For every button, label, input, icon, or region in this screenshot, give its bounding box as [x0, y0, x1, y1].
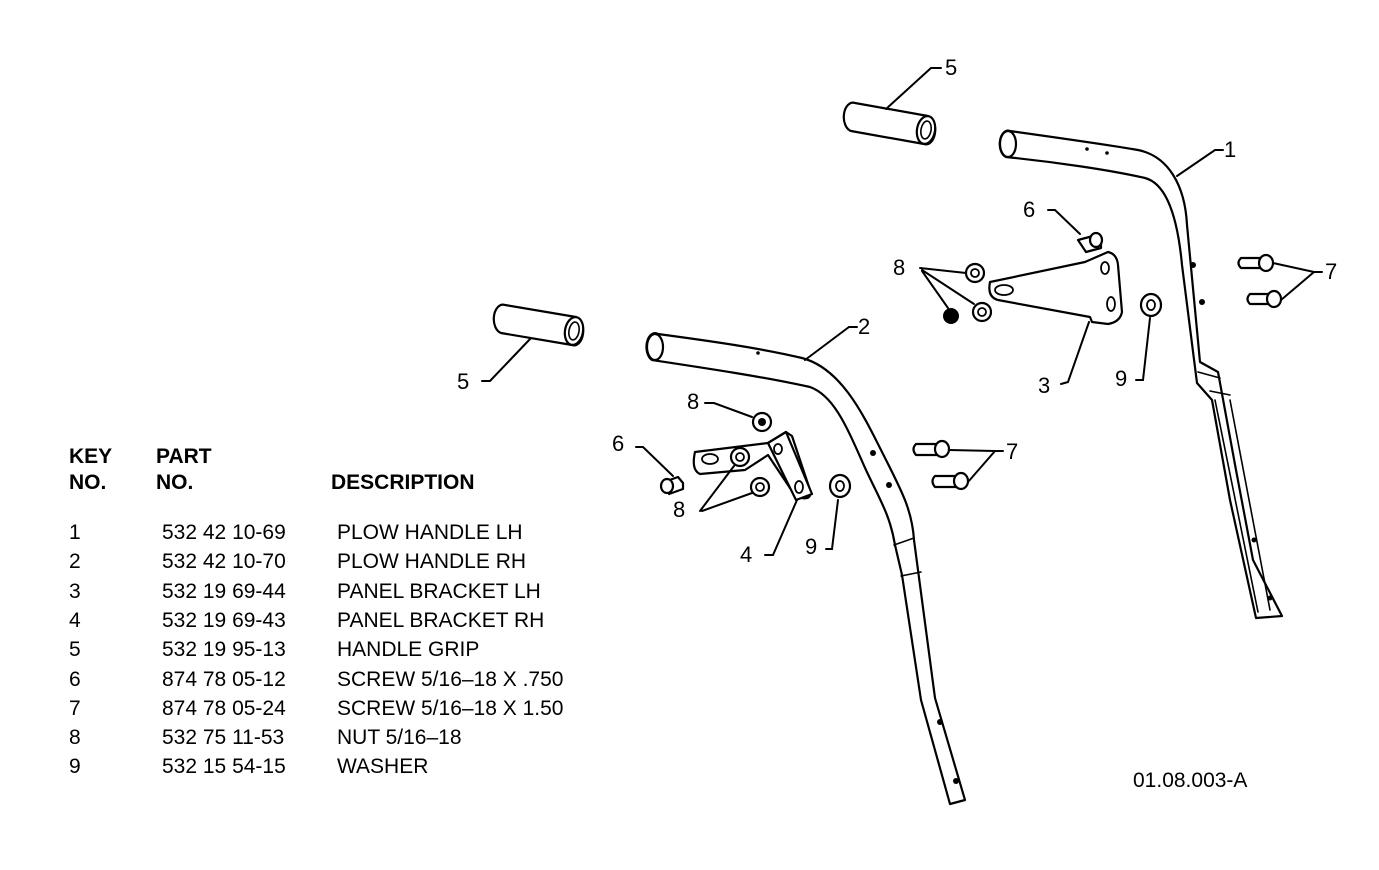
part-number-cell: 874 78 05-24	[162, 697, 286, 720]
description-cell: HANDLE GRIP	[337, 638, 480, 661]
key-cell: 8	[69, 726, 81, 749]
leader-9-right	[1135, 317, 1151, 381]
header-part-line1: PART	[156, 445, 212, 468]
leader-9-left	[825, 499, 839, 550]
callout-8-left-bottom: 8	[673, 497, 685, 522]
header-key-line1: KEY	[69, 445, 113, 468]
handle-grip-top	[842, 101, 937, 146]
callout-8-right: 8	[893, 255, 905, 280]
description-cell: SCREW 5/16–18 X 1.50	[337, 697, 564, 720]
leader-3	[1060, 321, 1090, 385]
callout-8-left-top: 8	[687, 389, 699, 414]
screw-6-left	[659, 475, 685, 496]
leader-8-right	[919, 267, 975, 309]
key-cell: 7	[69, 697, 81, 720]
nut-8-right-a	[964, 262, 986, 284]
callout-5-left: 5	[457, 369, 469, 394]
leader-4	[764, 499, 798, 556]
part-number-cell: 532 19 69-43	[162, 609, 286, 632]
callout-1: 1	[1224, 137, 1236, 162]
callout-6-left: 6	[612, 431, 624, 456]
screw-7-right-a	[1237, 253, 1275, 273]
key-cell: 2	[69, 550, 81, 573]
nut-8-left-top	[751, 411, 773, 433]
callout-2: 2	[858, 314, 870, 339]
header-key-no: KEY NO.	[69, 444, 112, 496]
leader-5-top	[885, 67, 942, 110]
screw-7-left-b	[931, 471, 970, 491]
part-number-cell: 532 42 10-69	[162, 521, 286, 544]
part-number-cell: 532 42 10-70	[162, 550, 286, 573]
nut-8-right-b	[971, 301, 993, 323]
key-cell: 6	[69, 668, 81, 691]
screw-7-left-a	[912, 439, 951, 459]
nut-8-left-a	[729, 446, 751, 468]
key-cell: 4	[69, 609, 81, 632]
callout-9-right: 9	[1115, 366, 1127, 391]
washer-9-left	[828, 473, 852, 499]
figure-id: 01.08.003-A	[1133, 769, 1248, 792]
key-cell: 3	[69, 580, 81, 603]
key-cell: 1	[69, 521, 81, 544]
handle-grip-left	[492, 303, 585, 347]
leader-8-left-top	[704, 402, 753, 418]
description-cell: PANEL BRACKET RH	[337, 609, 545, 632]
key-cell: 5	[69, 638, 81, 661]
leader-7-left	[948, 449, 1004, 483]
plow-handle-rh	[645, 332, 967, 806]
screw-7-right-b	[1246, 289, 1283, 309]
header-part-line2: NO.	[156, 471, 194, 494]
header-part-no: PART NO.	[156, 444, 212, 496]
leader-1	[1176, 149, 1224, 177]
part-number-cell: 874 78 05-12	[162, 668, 286, 691]
panel-bracket-lh	[988, 250, 1124, 326]
description-cell: WASHER	[337, 755, 429, 778]
leader-6-right	[1047, 209, 1081, 235]
callout-3: 3	[1038, 373, 1050, 398]
leader-8-left-bottom	[699, 465, 753, 512]
part-number-cell: 532 19 95-13	[162, 638, 286, 661]
description-cell: PLOW HANDLE RH	[337, 550, 527, 573]
washer-9-right	[1139, 292, 1163, 318]
callout-4: 4	[740, 542, 752, 567]
screw-6-right	[1076, 231, 1104, 254]
callout-6-right: 6	[1023, 197, 1035, 222]
description-cell: PLOW HANDLE LH	[337, 521, 523, 544]
callout-9-left: 9	[805, 534, 817, 559]
callout-7-right: 7	[1325, 259, 1337, 284]
leader-6-left	[635, 446, 674, 477]
callout-7-left: 7	[1006, 439, 1018, 464]
description-cell: NUT 5/16–18	[337, 726, 462, 749]
key-cell: 9	[69, 755, 81, 778]
description-cell: PANEL BRACKET LH	[337, 580, 541, 603]
leader-7-right	[1272, 262, 1323, 301]
leader-5-left	[481, 337, 532, 382]
header-description: DESCRIPTION	[331, 471, 475, 494]
leader-2	[804, 326, 858, 361]
panel-bracket-rh	[692, 430, 814, 502]
part-number-cell: 532 15 54-15	[162, 755, 286, 778]
plow-handle-lh	[998, 129, 1284, 620]
nut-8-left-b	[749, 476, 771, 498]
nut-8-right-c	[943, 308, 959, 324]
header-key-line2: NO.	[69, 471, 107, 494]
part-number-cell: 532 19 69-44	[162, 580, 286, 603]
callout-5-top: 5	[945, 55, 957, 80]
description-cell: SCREW 5/16–18 X .750	[337, 668, 564, 691]
part-number-cell: 532 75 11-53	[162, 726, 285, 749]
